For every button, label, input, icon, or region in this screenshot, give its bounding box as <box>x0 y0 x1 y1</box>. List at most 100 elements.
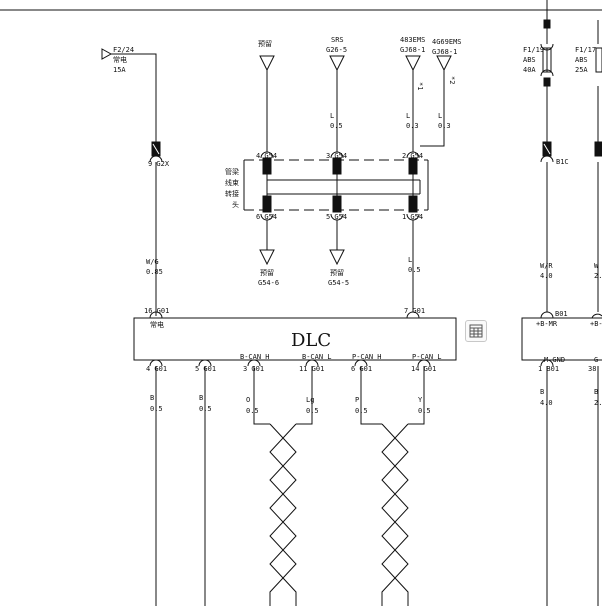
wire-w2-color: W <box>594 262 599 270</box>
fuse-f119-rating: 40A <box>523 66 536 74</box>
dlc-pin-11: 11 G01 <box>299 365 324 373</box>
wire-wg-size: 0.85 <box>146 268 163 276</box>
fuse-f117-rating: 25A <box>575 66 588 74</box>
terminal-ems483-note: *1 <box>416 82 424 90</box>
wire-p-size: 0.5 <box>355 407 368 415</box>
wire-wr-color: W/R <box>540 262 553 270</box>
wire-ems483-size: 0.3 <box>406 122 419 130</box>
dlc-power-label: 常电 <box>150 320 164 329</box>
wire-b-abs2-color: B <box>594 388 598 396</box>
reserved-g546-name: 预留 <box>260 268 274 277</box>
abs-pin-bottom-38: 38 <box>588 365 596 373</box>
abs-pin-bottom-label: M-GND <box>544 356 565 364</box>
fuse-f224-arrow <box>101 48 113 60</box>
g54-pin-5: 5 G54 <box>326 213 347 221</box>
dlc-pin-4: 4 G01 <box>146 365 167 373</box>
wire-b-abs1-size: 4.0 <box>540 399 553 407</box>
dlc-bus-bcan-l: B-CAN L <box>302 353 332 361</box>
abs-pin-b01: B01 <box>555 310 568 318</box>
dlc-bottom-pins <box>149 359 431 367</box>
wire-srs-color: L <box>330 112 334 120</box>
dlc-bus-pcan-h: P-CAN H <box>352 353 382 361</box>
g54-top-pins <box>260 151 420 175</box>
table-grid-icon <box>469 324 483 338</box>
dlc-pin-6: 6 G01 <box>351 365 372 373</box>
abs-connector-body <box>521 317 602 361</box>
dlc-body <box>133 317 457 361</box>
table-view-button[interactable] <box>465 320 487 342</box>
terminal-ems4g69-note: *2 <box>448 76 456 84</box>
dlc-pin-14: 14 G01 <box>411 365 436 373</box>
dlc-pin-7: 7 G01 <box>404 307 425 315</box>
wire-ems4g69 <box>420 70 445 147</box>
splice-label-1: 管梁 <box>225 167 239 176</box>
abs-pin-top-label-2: +B- <box>590 320 602 328</box>
fuse-f117-name: ABS <box>575 56 588 64</box>
abs-pin-top-label: +B-MR <box>536 320 558 328</box>
g54-pin-2: 2 G54 <box>402 152 423 160</box>
twisted-pair-bcan <box>269 423 297 606</box>
wire-b1-size: 0.5 <box>150 405 163 413</box>
terminal-reserved-top <box>259 55 275 72</box>
terminal-ems4g69-code: GJ68-1 <box>432 48 457 56</box>
dlc-pin-5: 5 G01 <box>195 365 216 373</box>
wire-b-abs1-color: B <box>540 388 544 396</box>
twisted-pair-pcan <box>381 423 409 606</box>
fuse-f224-rating: 15A <box>113 66 126 74</box>
splice-label-3: 转接 <box>225 189 239 198</box>
wire-p <box>360 366 382 425</box>
abs-pin-bottom-g: G <box>594 356 598 364</box>
terminal-ems483 <box>405 55 421 72</box>
terminal-ems483-name: 483EMS <box>400 36 425 44</box>
g54-pin-3: 3 G54 <box>326 152 347 160</box>
fuse-f119-id: F1/19 <box>523 46 544 54</box>
wire-lg-size: 0.5 <box>306 407 319 415</box>
fuse-f117-id: F1/17 <box>575 46 596 54</box>
wire-y-color: Y <box>418 396 423 404</box>
wire-lg-color: Lg <box>306 396 314 404</box>
wire-b1-color: B <box>150 394 154 402</box>
dlc-title: DLC <box>291 330 331 351</box>
wire-p-color: P <box>355 396 359 404</box>
fuse-f224-name: 常电 <box>113 55 127 64</box>
connector-g2x-arc <box>149 155 163 163</box>
dlc-bus-pcan-l: P-CAN L <box>412 353 442 361</box>
terminal-reserved-label: 预留 <box>258 39 272 48</box>
terminal-ems4g69-name: 4G69EMS <box>432 38 462 46</box>
connector-g2x-label: 9 G2X <box>148 160 170 168</box>
wire-w2-size: 2. <box>594 272 602 280</box>
wire-ems483-color: L <box>406 112 410 120</box>
reserved-g546-code: G54-6 <box>258 279 279 287</box>
wire-b2-size: 0.5 <box>199 405 212 413</box>
fuse-f224-id: F2/24 <box>113 46 134 54</box>
wire-o-size: 0.5 <box>246 407 259 415</box>
g54-pin-1: 1 G54 <box>402 213 423 221</box>
wire-srs-size: 0.5 <box>330 122 343 130</box>
dlc-pin-16: 16 G01 <box>144 307 169 315</box>
wire-g54-out-color: L <box>408 256 412 264</box>
wire-f224-feed <box>111 53 157 142</box>
g54-pin-6: 6 G54 <box>256 213 277 221</box>
wire-b-abs2-size: 2. <box>594 399 602 407</box>
dlc-pin-3: 3 G01 <box>243 365 264 373</box>
terminal-srs-code: G26-5 <box>326 46 347 54</box>
terminal-ems4g69 <box>436 55 452 72</box>
wire-wr-size: 4.0 <box>540 272 553 280</box>
abs-pin-bottom-num: 1 B01 <box>538 365 559 373</box>
wire-o-color: O <box>246 396 250 404</box>
wire-wg-color: W/G <box>146 258 159 266</box>
wire-y <box>408 366 425 425</box>
reserved-g545-name: 预留 <box>330 268 344 277</box>
terminal-reserved-g546 <box>259 249 275 266</box>
wire-g54-out-size: 0.5 <box>408 266 421 274</box>
terminal-srs-name: SRS <box>331 36 344 44</box>
reserved-g545-code: G54-5 <box>328 279 349 287</box>
wire-b2-color: B <box>199 394 203 402</box>
g54-pin-4: 4 G54 <box>256 152 277 160</box>
fuse-f119-name: ABS <box>523 56 536 64</box>
splice-label-4: 头 <box>232 200 239 209</box>
connector-b1c-label: B1C <box>556 158 569 166</box>
terminal-ems483-code: GJ68-1 <box>400 46 425 54</box>
wire-ems4g69-color: L <box>438 112 442 120</box>
